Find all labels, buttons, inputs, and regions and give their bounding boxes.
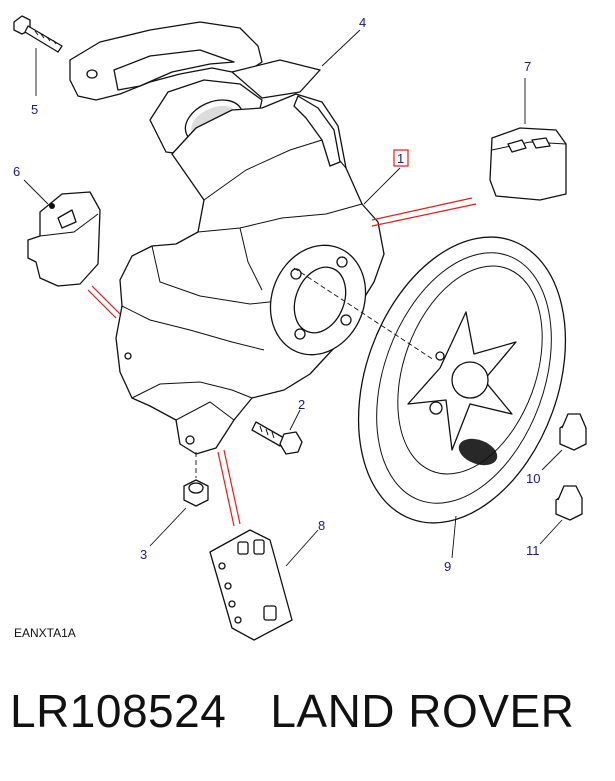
callout-11: 11 xyxy=(526,543,540,558)
callout-9: 9 xyxy=(444,559,451,574)
callout-7: 7 xyxy=(524,59,531,74)
highlight-lines xyxy=(87,197,477,527)
leader-lines xyxy=(23,29,563,567)
callout-6: 6 xyxy=(13,164,20,179)
callout-2: 2 xyxy=(298,397,305,412)
callout-1: 1 xyxy=(397,151,404,166)
callout-1-box xyxy=(393,149,409,167)
acorn-nut-part-10 xyxy=(559,413,587,451)
callout-8: 8 xyxy=(318,518,325,533)
callout-4: 4 xyxy=(359,15,366,30)
clamp-bar-part-8 xyxy=(209,529,293,641)
callout-3: 3 xyxy=(140,547,147,562)
housing-part-1 xyxy=(115,93,385,455)
diagram-code: EANXTA1A xyxy=(14,626,76,640)
block-part-7 xyxy=(489,127,567,201)
cover-plate-part-9 xyxy=(293,236,567,524)
exploded-parts-diagram: 1 2 3 4 5 6 7 8 9 10 11 xyxy=(13,15,587,641)
bolt-part-5 xyxy=(13,15,63,53)
bolt-part-2 xyxy=(251,421,303,455)
brand-name: LAND ROVER xyxy=(270,685,575,737)
nut-part-3 xyxy=(183,452,209,507)
callout-5: 5 xyxy=(31,102,38,117)
part-number: LR108524 xyxy=(10,685,227,737)
footer-caption: LR108524 LAND ROVER xyxy=(0,684,615,754)
block-part-6 xyxy=(27,191,101,287)
acorn-nut-part-11 xyxy=(555,485,583,521)
callout-10: 10 xyxy=(526,471,540,486)
